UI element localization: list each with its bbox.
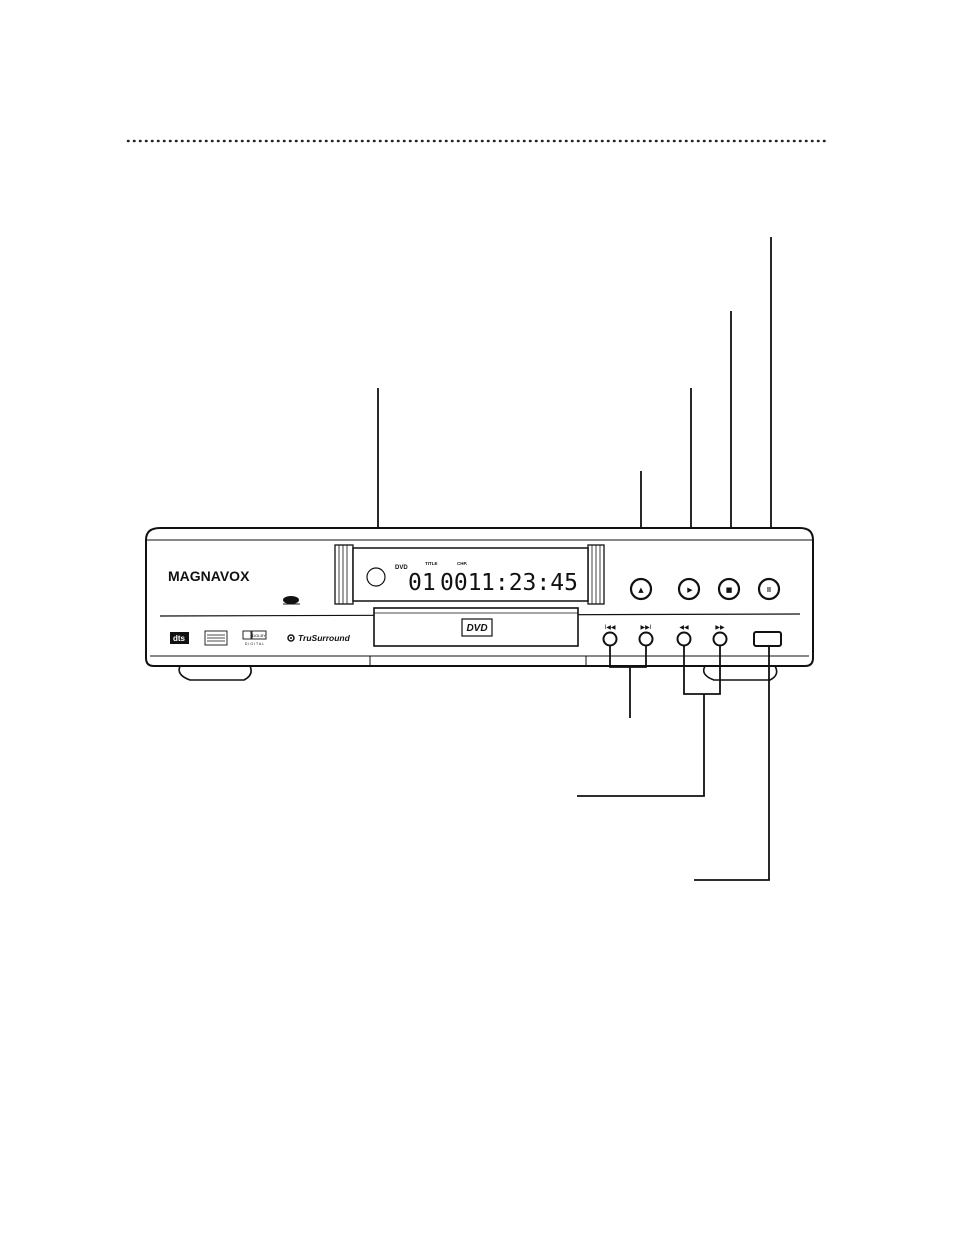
display-chapter-label: CHP.: [457, 561, 467, 566]
play-icon: ▶: [687, 586, 693, 594]
eject-button[interactable]: ▲: [629, 577, 653, 601]
dvd-logo-text: DVD: [466, 623, 487, 634]
skip-back-icon: I◀◀: [605, 624, 616, 631]
play-button[interactable]: ▶: [677, 577, 701, 601]
callout-power: [694, 646, 770, 881]
svg-text:DIGITAL: DIGITAL: [245, 642, 265, 646]
svg-text:dts: dts: [173, 634, 186, 643]
fast-forward-icon: ▶▶: [715, 624, 725, 631]
skip-forward-button[interactable]: ▶▶I: [638, 624, 654, 647]
right-foot: [702, 665, 778, 681]
display-chapter-number: 001: [440, 570, 482, 596]
brand-logo: MAGNAVOX: [168, 568, 250, 584]
callout-skip-buttons: [609, 646, 647, 668]
callout-lines-bottom: [577, 646, 770, 881]
left-foot: [178, 665, 252, 681]
display-source-label: DVD: [395, 565, 408, 571]
pause-icon: II: [767, 587, 771, 594]
svg-text:DOLBY: DOLBY: [252, 633, 266, 638]
rewind-icon: ◀◀: [679, 624, 689, 631]
skip-forward-icon: ▶▶I: [641, 624, 652, 631]
callout-search-buttons: [683, 646, 721, 695]
eject-icon: ▲: [638, 586, 644, 594]
laser-logo-icon: [283, 596, 300, 605]
display-window: [334, 544, 605, 605]
power-button[interactable]: [753, 631, 782, 647]
trusurround-logo: TruSurround: [287, 633, 351, 643]
stop-icon: ■: [726, 586, 733, 594]
remote-sensor: [366, 567, 386, 587]
skip-back-button[interactable]: I◀◀: [602, 624, 618, 647]
display-elapsed-time: 1:23:45: [481, 570, 578, 596]
rewind-button[interactable]: ◀◀: [676, 624, 692, 647]
dvd-logo-box: [461, 618, 493, 637]
compact-disc-logo-icon: [204, 630, 228, 646]
svg-text:TruSurround: TruSurround: [298, 633, 351, 643]
dolby-logo: DOLBY DIGITAL: [242, 630, 267, 646]
dts-logo: dts: [170, 632, 189, 644]
pause-button[interactable]: II: [757, 577, 781, 601]
display-title-number: 01: [408, 570, 436, 596]
disc-tray[interactable]: DVD: [373, 607, 579, 647]
display-title-label: TITLE: [425, 561, 438, 566]
fast-forward-button[interactable]: ▶▶: [712, 624, 728, 647]
stop-button[interactable]: ■: [717, 577, 741, 601]
